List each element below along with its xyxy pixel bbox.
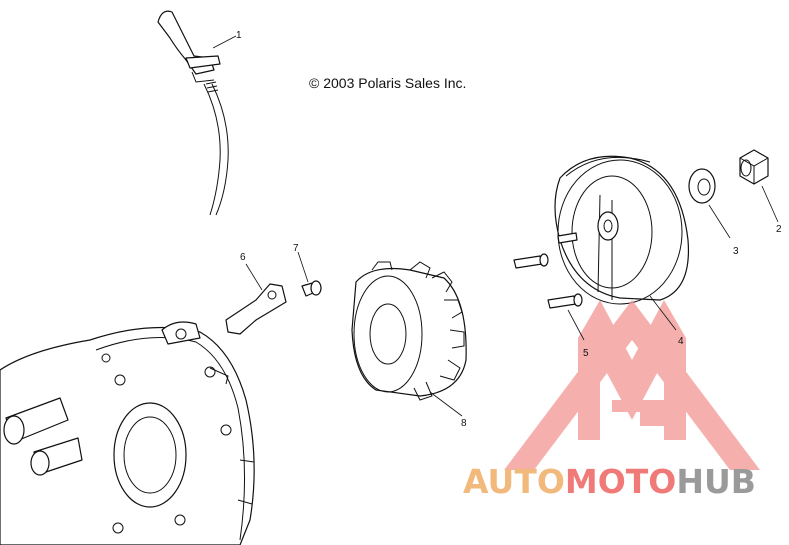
callout-3: 3 bbox=[733, 246, 739, 257]
callout-5: 5 bbox=[583, 348, 589, 359]
callouts: 1 2 3 4 5 6 7 8 bbox=[212, 30, 782, 429]
watermark-logo bbox=[504, 300, 760, 470]
watermark-hub: HUB bbox=[676, 462, 756, 501]
watermark-g-shape bbox=[612, 400, 680, 426]
engine-cover bbox=[0, 321, 255, 545]
bracket-screw bbox=[301, 280, 322, 297]
stator bbox=[351, 261, 467, 401]
flywheel bbox=[554, 155, 690, 305]
callout-7: 7 bbox=[293, 243, 299, 254]
flywheel-washer bbox=[688, 168, 716, 204]
wire-bracket bbox=[225, 283, 287, 335]
watermark-triangle bbox=[504, 300, 760, 470]
flywheel-nut bbox=[739, 149, 769, 185]
spark-plug-cap bbox=[157, 10, 229, 216]
watermark-m-shape bbox=[578, 300, 686, 440]
callout-6: 6 bbox=[240, 252, 246, 263]
callout-4: 4 bbox=[678, 336, 684, 347]
watermark-moto: MOTO bbox=[565, 462, 676, 501]
copyright-text: © 2003 Polaris Sales Inc. bbox=[309, 75, 466, 91]
watermark-text: AUTOMOTOHUB bbox=[463, 462, 756, 501]
stator-bolts bbox=[513, 232, 583, 309]
watermark-auto: AUTO bbox=[463, 462, 565, 501]
callout-2: 2 bbox=[776, 224, 782, 235]
callout-8: 8 bbox=[461, 418, 467, 429]
callout-1: 1 bbox=[236, 30, 242, 41]
